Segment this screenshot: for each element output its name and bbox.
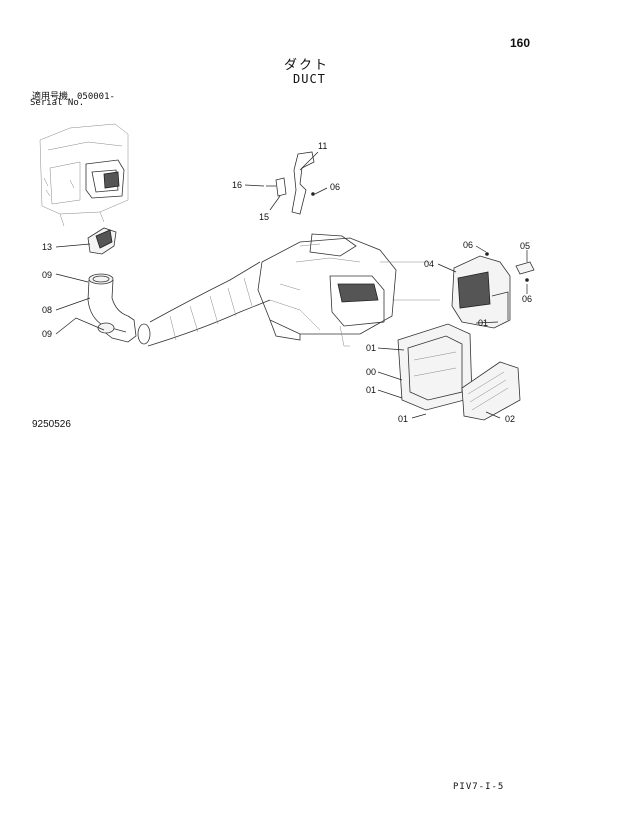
callout-09-b: 09 [42,329,52,339]
part-04-cover [451,252,511,329]
part-11-bracket [266,151,315,215]
machine-locator-sketch [39,123,129,227]
callout-05: 05 [520,241,530,251]
page-number: 160 [510,36,531,50]
title-english: DUCT [293,72,326,86]
flex-hose [147,261,271,347]
hvac-unit [257,233,440,347]
callout-13: 13 [42,242,52,252]
callout-06-c: 06 [522,294,532,304]
part-08-elbow-duct [87,273,151,345]
serial-label-japanese: 適用号機 050001- [32,92,115,102]
serial-label-english: Serial No. [30,98,85,108]
part-02-filter [461,361,521,421]
callout-02: 02 [505,414,515,424]
bolt-06-b [485,252,489,256]
title-japanese: ダクト [284,58,330,73]
callout-06-b: 06 [463,240,473,250]
part-05-clip [515,261,535,282]
callout-08: 08 [42,305,52,315]
bolt-06-c [525,278,529,282]
callout-11: 11 [318,141,327,151]
callout-15: 15 [259,212,269,222]
drawing-number: 9250526 [32,419,71,430]
callout-04: 04 [424,259,434,269]
part-00-frame [397,323,473,411]
callout-01-b: 01 [366,343,376,353]
leader-lines [55,151,528,419]
callout-labels: 11 16 06 15 13 09 08 09 06 05 04 06 01 0… [42,141,532,424]
part-13-cap [87,227,117,255]
callout-16: 16 [232,180,242,190]
callout-01-a: 01 [478,318,488,328]
callout-09-a: 09 [42,270,52,280]
callout-06-a: 06 [330,182,340,192]
bolt-06-a [311,192,315,196]
callout-01-c: 01 [366,385,376,395]
page-code: PIV7-I-5 [453,782,505,792]
callout-01-d: 01 [398,414,408,424]
callout-00: 00 [366,367,376,377]
